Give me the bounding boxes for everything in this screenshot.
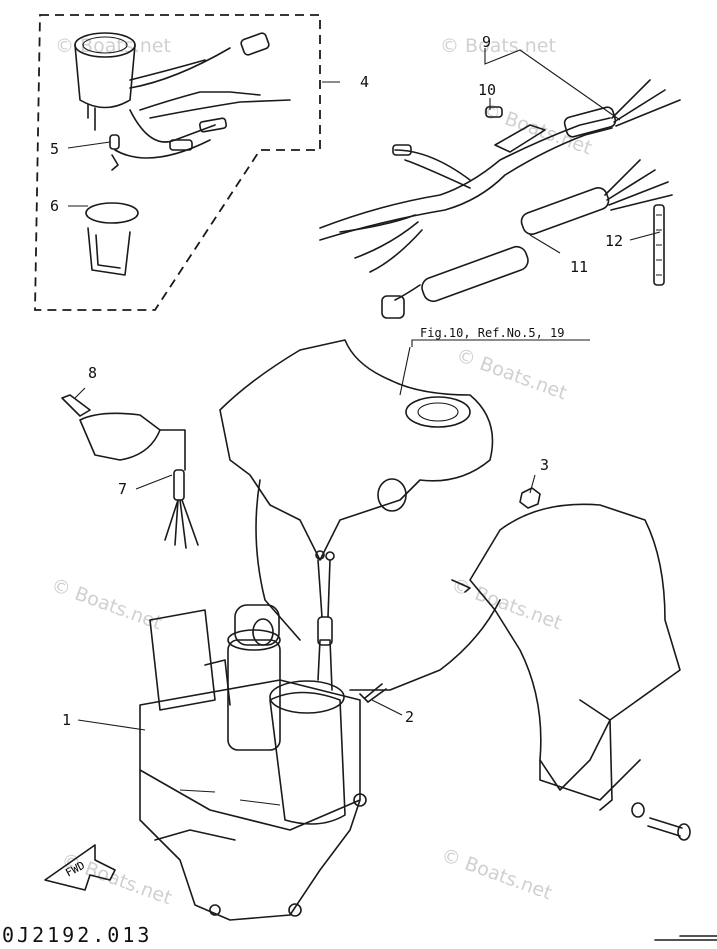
callout-1: 1 bbox=[62, 711, 71, 729]
trim-sensor-assembly bbox=[61, 394, 199, 549]
callout-6: 6 bbox=[50, 197, 59, 215]
wire-harness-upper bbox=[319, 79, 681, 241]
wire-harness-lower bbox=[339, 159, 673, 319]
nut bbox=[519, 487, 541, 509]
power-trim-tilt-unit bbox=[139, 550, 367, 921]
corner-mark bbox=[654, 935, 717, 941]
bolt bbox=[631, 802, 691, 841]
cable-tie bbox=[653, 204, 665, 286]
bolt bbox=[359, 683, 387, 703]
leader-lines bbox=[67, 48, 661, 731]
callout-5: 5 bbox=[50, 140, 59, 158]
watermarks: © Boats.net © Boats.net © Boats.net © Bo… bbox=[48, 35, 594, 909]
terminal bbox=[485, 106, 503, 118]
figure-reference: Fig.10, Ref.No.5, 19 bbox=[420, 326, 565, 340]
meter-bracket bbox=[85, 202, 139, 276]
callout-4: 4 bbox=[360, 73, 369, 91]
trim-meter bbox=[74, 32, 291, 159]
callout-labels: 4 5 6 9 10 11 12 8 7 3 2 1 Fig.10, Ref.N… bbox=[50, 33, 623, 729]
callout-9: 9 bbox=[482, 33, 491, 51]
watermark: © Boats.net bbox=[48, 574, 164, 634]
callout-12: 12 bbox=[605, 232, 623, 250]
bulb bbox=[109, 134, 120, 171]
watermark: © Boats.net bbox=[478, 99, 594, 159]
watermark: © Boats.net bbox=[55, 35, 171, 57]
callout-8: 8 bbox=[88, 364, 97, 382]
callout-11: 11 bbox=[570, 258, 588, 276]
callout-3: 3 bbox=[540, 456, 549, 474]
watermark: © Boats.net bbox=[438, 844, 554, 904]
callout-7: 7 bbox=[118, 480, 127, 498]
callout-10: 10 bbox=[478, 81, 496, 99]
watermark: © Boats.net bbox=[440, 35, 556, 57]
clamp-bracket bbox=[219, 339, 681, 811]
watermark: © Boats.net bbox=[448, 574, 564, 634]
clip bbox=[451, 579, 471, 593]
callout-2: 2 bbox=[405, 708, 414, 726]
kit-boundary-dashed bbox=[34, 14, 321, 311]
drawing-code: 0J2192.013 bbox=[2, 923, 152, 947]
